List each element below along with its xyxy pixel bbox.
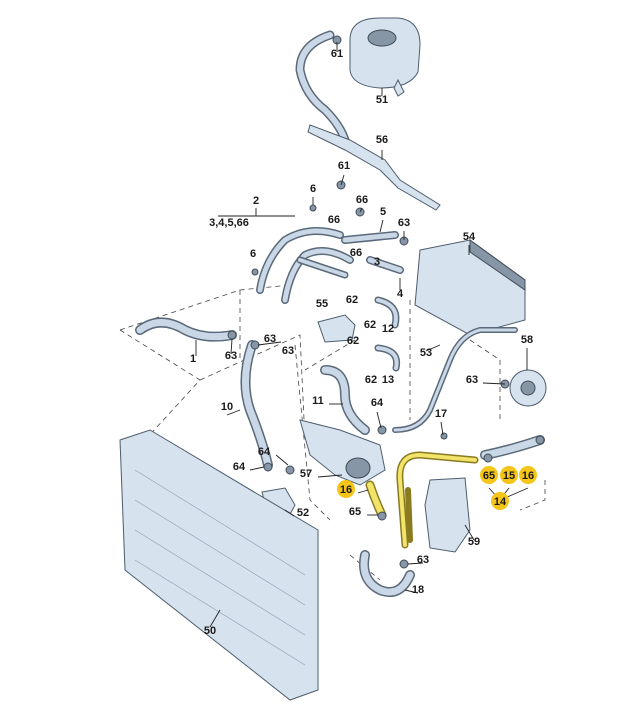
callout-64a: 64	[371, 397, 384, 409]
callout-62a: 62	[346, 294, 358, 306]
callout-66c: 66	[350, 247, 362, 259]
callout-13: 13	[382, 374, 394, 386]
callout-63c: 63	[225, 350, 237, 362]
highlight-markers	[337, 466, 537, 510]
callout-14: 14	[494, 496, 507, 508]
highlight-14	[491, 492, 509, 510]
callout-66b: 66	[328, 214, 340, 226]
callout-3: 3	[374, 256, 380, 268]
radiator-50	[119, 429, 319, 701]
callout-53: 53	[420, 347, 432, 359]
hose-1	[135, 317, 237, 342]
highlight-16b	[519, 466, 537, 484]
expansion-tank	[349, 17, 421, 97]
pipe-53	[392, 327, 518, 433]
callout-64c: 64	[233, 461, 246, 473]
callout-1: 1	[190, 353, 196, 365]
callout-64b: 64	[258, 446, 271, 458]
callout-16b: 16	[522, 470, 534, 482]
valve-55	[317, 314, 356, 343]
housing-54	[414, 239, 526, 336]
callout-51: 51	[376, 94, 388, 106]
callout-15: 15	[503, 470, 515, 482]
callout-18: 18	[412, 584, 424, 596]
cooler-59	[424, 477, 471, 553]
dashed-guides	[119, 284, 546, 581]
callout-65a: 65	[483, 470, 495, 482]
hose-10	[240, 340, 273, 470]
callout-50: 50	[204, 625, 216, 637]
hoses-5-3	[341, 231, 404, 274]
housing-57	[299, 419, 386, 486]
callout-59: 59	[468, 536, 480, 548]
hose-61	[295, 30, 350, 145]
callout-2: 2	[253, 195, 259, 207]
callout-10: 10	[221, 401, 233, 413]
callout-4: 4	[397, 288, 404, 300]
callout-57: 57	[300, 468, 312, 480]
callout-63a: 63	[398, 217, 410, 229]
callout-17: 17	[435, 408, 447, 420]
callout-63b: 63	[264, 333, 276, 345]
callout-63d: 63	[282, 345, 294, 357]
callout-61a: 61	[331, 48, 343, 60]
bracket-56	[307, 124, 441, 211]
callout-2sub: 3,4,5,66	[209, 217, 249, 229]
callout-62d: 62	[365, 374, 377, 386]
hose-18	[359, 550, 415, 598]
callout-6a: 6	[310, 183, 316, 195]
callout-11: 11	[312, 395, 324, 407]
highlight-15	[500, 466, 518, 484]
callout-61b: 61	[338, 160, 350, 172]
callout-55: 55	[316, 298, 328, 310]
hoses-12-13	[374, 296, 401, 372]
callout-58: 58	[521, 334, 533, 346]
callout-16a: 16	[340, 484, 352, 496]
callout-63f: 63	[417, 554, 429, 566]
callout-54: 54	[463, 231, 476, 243]
hose-assembly-2	[256, 227, 354, 304]
callout-62c: 62	[347, 335, 359, 347]
highlight-65a	[480, 466, 498, 484]
pump-58	[509, 369, 547, 407]
callout-5: 5	[380, 206, 386, 218]
callout-62b: 62	[364, 319, 376, 331]
highlight-16a	[337, 480, 355, 498]
callout-52: 52	[297, 507, 309, 519]
callout-63e: 63	[466, 374, 478, 386]
callout-65b: 65	[349, 506, 361, 518]
callout-12: 12	[382, 323, 394, 335]
callout-66a: 66	[356, 194, 368, 206]
callout-56: 56	[376, 134, 388, 146]
clamps	[227, 35, 545, 569]
callout-6b: 6	[250, 248, 256, 260]
hose-11	[320, 365, 370, 435]
